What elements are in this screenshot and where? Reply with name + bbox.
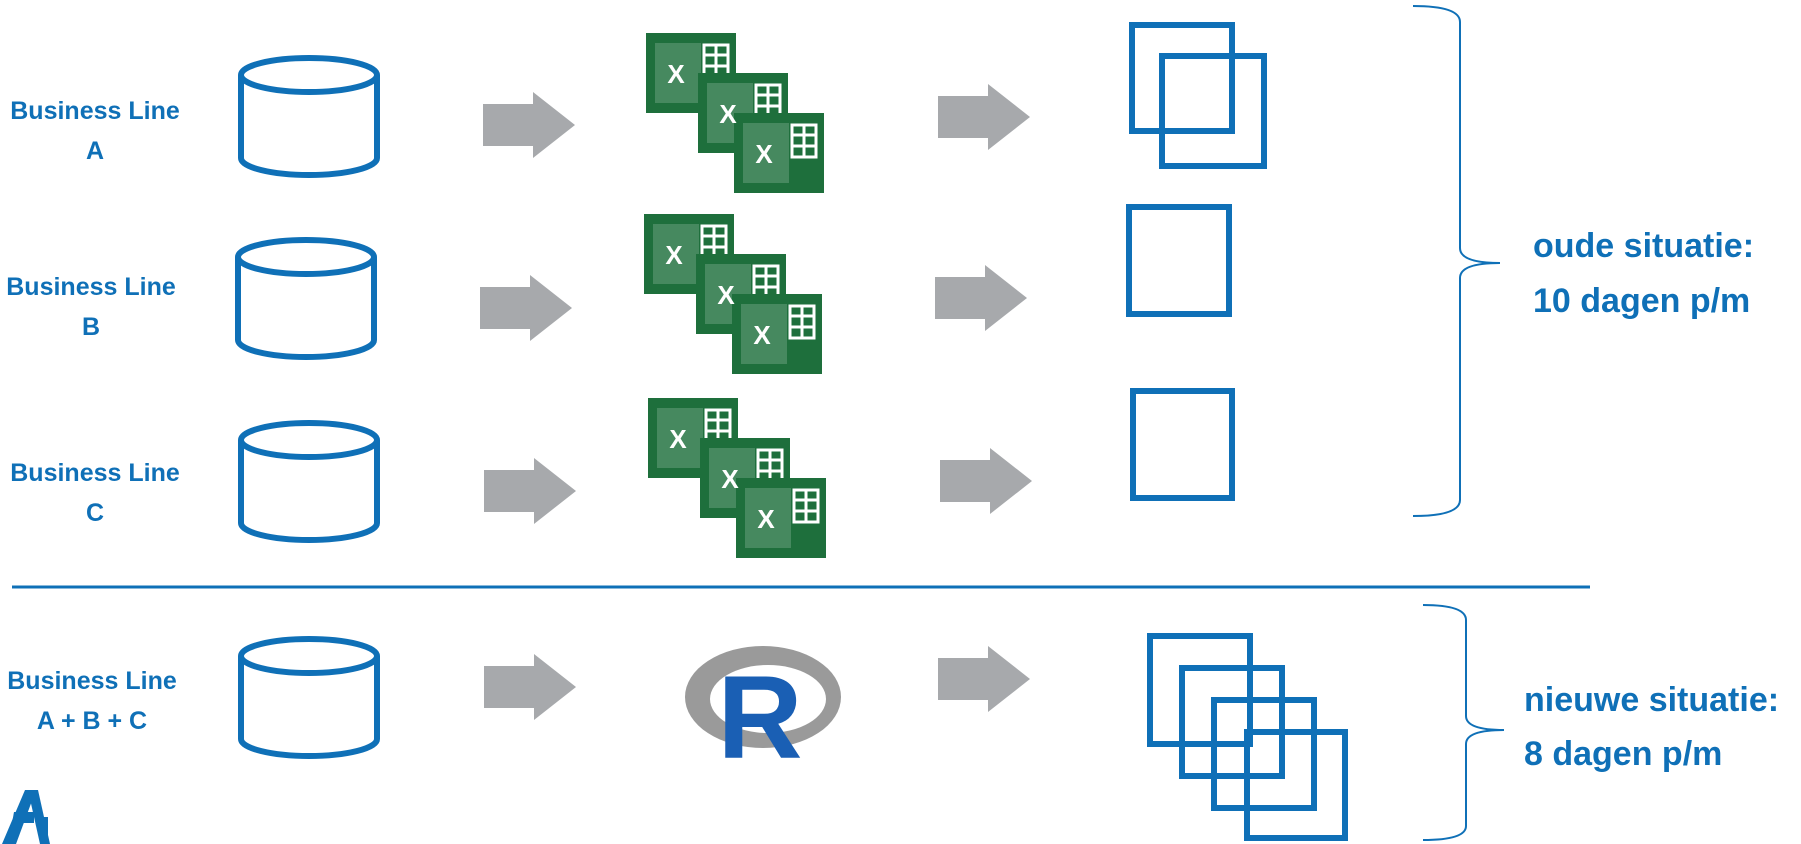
svg-text:X: X — [669, 424, 687, 454]
arrow-right-icon — [940, 448, 1032, 514]
svg-text:X: X — [719, 99, 737, 129]
database-icon — [238, 240, 374, 357]
svg-text:X: X — [717, 280, 735, 310]
arrow-right-icon — [935, 265, 1027, 331]
row-label-line1: Business Line — [10, 97, 180, 125]
arrow-right-icon — [938, 646, 1030, 712]
row-label-abc: Business Line A + B + C — [7, 667, 177, 735]
excel-icon: X X X — [648, 398, 826, 558]
row-label-line2: C — [86, 499, 104, 527]
report-page-icon — [1244, 729, 1348, 841]
new-situation-line1: nieuwe situatie: — [1524, 681, 1779, 719]
arrow-right-icon — [484, 654, 576, 720]
excel-icon: X X X — [644, 214, 822, 374]
row-label-c: Business Line C — [10, 459, 180, 527]
old-situation-line1: oude situatie: — [1533, 227, 1754, 265]
report-page-icon — [1129, 22, 1235, 134]
old-situation-label: oude situatie: 10 dagen p/m — [1533, 227, 1754, 320]
row-label-line1: Business Line — [10, 459, 180, 487]
row-label-line2: A + B + C — [37, 707, 147, 735]
brace-icon — [1412, 5, 1501, 517]
svg-text:X: X — [665, 240, 683, 270]
database-icon — [241, 58, 377, 175]
new-situation-line2: 8 dagen p/m — [1524, 735, 1722, 773]
report-page-icon — [1130, 388, 1235, 501]
brace-icon — [1422, 604, 1505, 841]
svg-text:X: X — [721, 464, 739, 494]
logo-icon — [2, 790, 50, 844]
svg-text:X: X — [755, 139, 773, 169]
row-label-line1: Business Line — [6, 273, 176, 301]
arrow-right-icon — [483, 92, 575, 158]
arrow-right-icon — [938, 84, 1030, 150]
arrow-right-icon — [484, 458, 576, 524]
excel-icon: X X X — [646, 33, 824, 193]
r-logo-icon: R — [685, 646, 841, 784]
row-label-a: Business Line A — [10, 97, 180, 165]
row-label-line2: B — [82, 313, 100, 341]
new-situation-label: nieuwe situatie: 8 dagen p/m — [1524, 681, 1779, 773]
arrow-right-icon — [480, 275, 572, 341]
svg-text:X: X — [753, 320, 771, 350]
row-label-b: Business Line B — [6, 273, 176, 341]
svg-text:X: X — [667, 59, 685, 89]
row-label-line2: A — [86, 137, 104, 165]
report-page-icon — [1126, 204, 1232, 317]
old-situation-line2: 10 dagen p/m — [1533, 282, 1750, 320]
report-page-icon — [1159, 53, 1267, 169]
svg-text:X: X — [757, 504, 775, 534]
database-icon — [241, 423, 377, 540]
report-page-icon — [1179, 665, 1285, 779]
report-page-icon — [1211, 697, 1317, 811]
database-icon — [241, 639, 377, 756]
row-label-line1: Business Line — [7, 667, 177, 695]
report-page-icon — [1147, 633, 1253, 747]
svg-text:R: R — [717, 652, 802, 784]
